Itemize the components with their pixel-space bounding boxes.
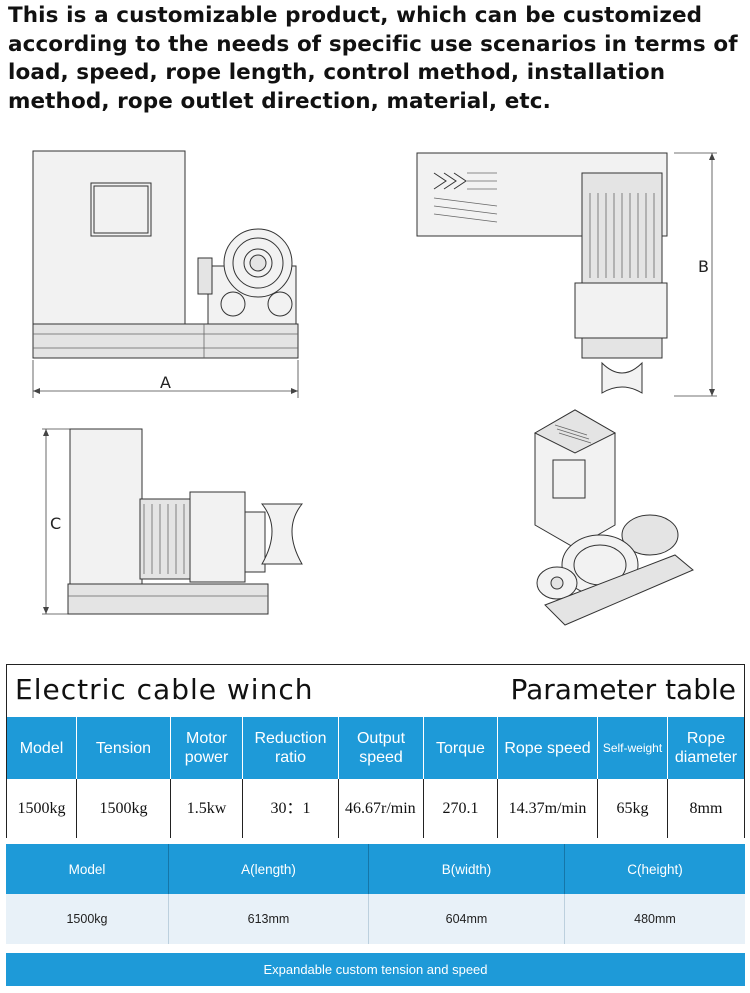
product-title: Electric cable winch bbox=[15, 673, 314, 706]
header-motor-power: Motor power bbox=[171, 717, 243, 779]
dim-cell-model: 1500kg bbox=[6, 894, 169, 944]
parameter-table-title-row: Electric cable winch Parameter table bbox=[7, 665, 744, 717]
header-model: Model bbox=[7, 717, 77, 779]
dimension-table: Model A(length) B(width) C(height) 1500k… bbox=[6, 844, 745, 945]
header-output-speed: Output speed bbox=[339, 717, 424, 779]
parameter-table: Electric cable winch Parameter table Mod… bbox=[6, 664, 745, 838]
parameter-table-title: Parameter table bbox=[510, 673, 737, 706]
dimension-table-row: 1500kg 613mm 604mm 480mm bbox=[6, 894, 745, 944]
dim-b-label: B bbox=[698, 257, 709, 276]
cell-tension: 1500kg bbox=[77, 779, 171, 838]
dim-cell-width: 604mm bbox=[369, 894, 565, 944]
cell-self-weight: 65kg bbox=[598, 779, 668, 838]
cell-motor-power: 1.5kw bbox=[171, 779, 243, 838]
parameter-table-header: Model Tension Motor power Reduction rati… bbox=[7, 717, 744, 779]
header-self-weight: Self-weight bbox=[598, 717, 668, 779]
dim-header-height: C(height) bbox=[627, 861, 683, 877]
intro-text: This is a customizable product, which ca… bbox=[8, 3, 738, 114]
dim-cell-height: 480mm bbox=[634, 912, 676, 926]
top-view-drawing: B bbox=[416, 152, 717, 397]
isometric-view-drawing bbox=[533, 409, 694, 626]
header-tension: Tension bbox=[77, 717, 171, 779]
dim-cell-length: 613mm bbox=[169, 894, 369, 944]
cell-reduction-ratio: 30：1 bbox=[243, 779, 339, 838]
dim-a-label: A bbox=[160, 373, 171, 392]
cell-model: 1500kg bbox=[7, 779, 77, 838]
dim-header-width: B(width) bbox=[369, 844, 565, 894]
cell-rope-speed: 14.37m/min bbox=[498, 779, 598, 838]
parameter-table-row: 1500kg 1500kg 1.5kw 30：1 46.67r/min 270.… bbox=[7, 779, 744, 838]
front-view-drawing: A bbox=[32, 150, 299, 398]
header-rope-speed: Rope speed bbox=[498, 717, 598, 779]
side-view-drawing: C bbox=[42, 428, 304, 615]
cell-output-speed: 46.67r/min bbox=[339, 779, 424, 838]
header-reduction-ratio: Reduction ratio bbox=[243, 717, 339, 779]
cell-torque: 270.1 bbox=[424, 779, 498, 838]
dim-header-model: Model bbox=[6, 844, 169, 894]
footer-banner: Expandable custom tension and speed bbox=[6, 953, 745, 986]
dim-c-label: C bbox=[50, 514, 61, 533]
dim-header-length: A(length) bbox=[169, 844, 369, 894]
header-torque: Torque bbox=[424, 717, 498, 779]
dimension-table-header: Model A(length) B(width) C(height) bbox=[6, 844, 745, 894]
header-rope-diameter: Rope diameter bbox=[674, 730, 738, 766]
cell-rope-diameter: 8mm bbox=[689, 800, 723, 817]
